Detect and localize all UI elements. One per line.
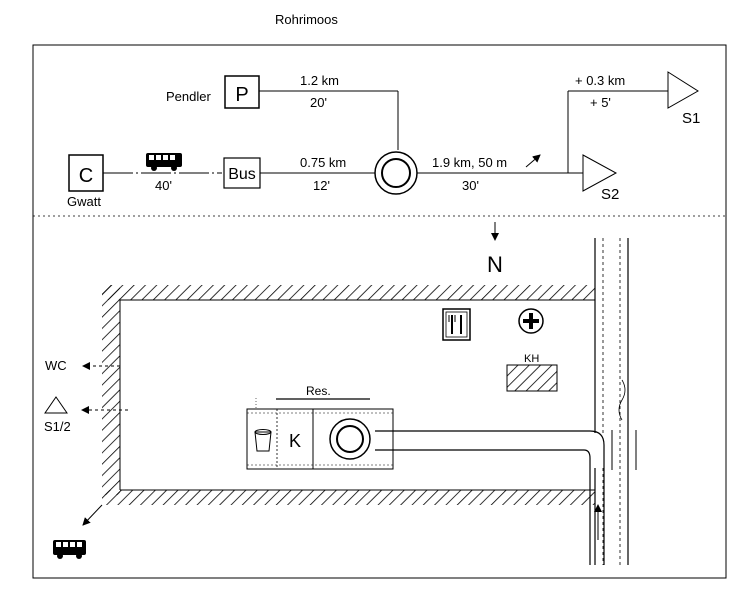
s1-label: S1 xyxy=(682,110,700,127)
s12-triangle xyxy=(44,396,68,414)
parking-sign: P xyxy=(224,75,260,109)
roundabout-icon xyxy=(374,151,418,195)
camp-label: Gwatt xyxy=(67,194,101,209)
wc-label: WC xyxy=(45,358,67,373)
bus-stop-sign: Bus xyxy=(223,157,261,189)
bus-icon xyxy=(146,153,182,171)
wall-north xyxy=(102,285,595,300)
bus-stop-time: 12' xyxy=(313,178,330,193)
first-aid-icon xyxy=(518,308,544,334)
camp-letter: C xyxy=(79,165,93,187)
bus-stop-distance: 0.75 km xyxy=(300,155,346,170)
kh-building xyxy=(506,364,558,392)
main-building xyxy=(246,398,394,470)
s2-time: 30' xyxy=(462,178,479,193)
parking-label: Pendler xyxy=(166,89,211,104)
trash-icon xyxy=(254,429,272,452)
s12-label: S1/2 xyxy=(44,419,71,434)
building-roundabout-icon xyxy=(329,418,371,460)
s2-label: S2 xyxy=(601,186,619,203)
s1-time: + 5' xyxy=(590,95,611,110)
access-road-outer xyxy=(375,430,605,565)
s2-triangle xyxy=(582,154,618,192)
uphill-arrow xyxy=(525,154,541,168)
north-label: N xyxy=(487,252,503,277)
s1-distance: + 0.3 km xyxy=(575,73,625,88)
map-title: Rohrimoos xyxy=(275,12,338,27)
kh-label: KH xyxy=(524,353,539,365)
restaurant-icon xyxy=(442,308,471,341)
s2-distance: 1.9 km, 50 m xyxy=(432,155,507,170)
kitchen-label: K xyxy=(289,431,301,451)
parking-distance: 1.2 km xyxy=(300,73,339,88)
reservation-label: Res. xyxy=(306,384,331,398)
bus-icon-bottom xyxy=(53,540,86,559)
s1-triangle xyxy=(667,71,699,109)
bus-direction-arrow xyxy=(82,504,103,526)
wall-west xyxy=(102,285,120,495)
bus-segment-time: 40' xyxy=(155,178,172,193)
bus-stop-label: Bus xyxy=(228,166,256,183)
camp-sign: C xyxy=(68,154,104,192)
wall-south xyxy=(102,490,595,505)
access-road-inner xyxy=(375,449,591,565)
map-frame xyxy=(32,44,727,579)
parking-time: 20' xyxy=(310,95,327,110)
parking-letter: P xyxy=(235,84,248,106)
